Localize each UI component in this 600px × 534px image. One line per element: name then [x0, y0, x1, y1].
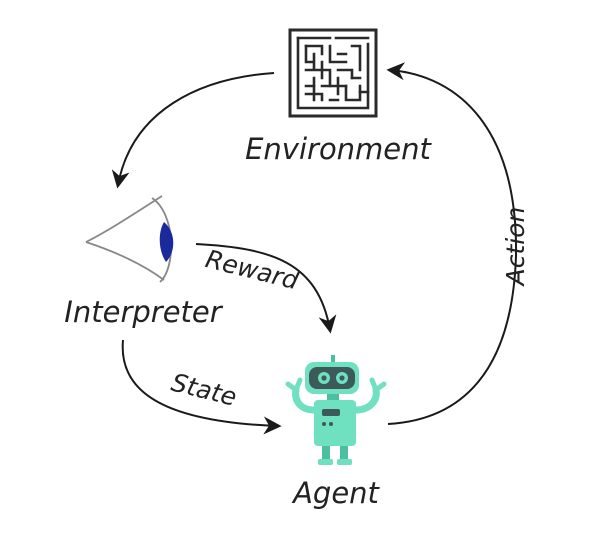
environment-label: Environment — [245, 132, 432, 166]
state-arrow — [121, 339, 282, 435]
reward-label: Reward — [203, 244, 302, 295]
maze-icon — [288, 28, 378, 118]
agent-label: Agent — [291, 476, 380, 510]
observation-arrow — [111, 72, 275, 189]
eye-icon — [85, 195, 174, 283]
action-arrow — [386, 62, 518, 425]
robot-icon — [285, 355, 387, 465]
action-label: Action — [501, 207, 530, 288]
reward-arrow — [195, 243, 337, 334]
interpreter-label: Interpreter — [64, 295, 223, 329]
state-label: State — [168, 368, 239, 412]
